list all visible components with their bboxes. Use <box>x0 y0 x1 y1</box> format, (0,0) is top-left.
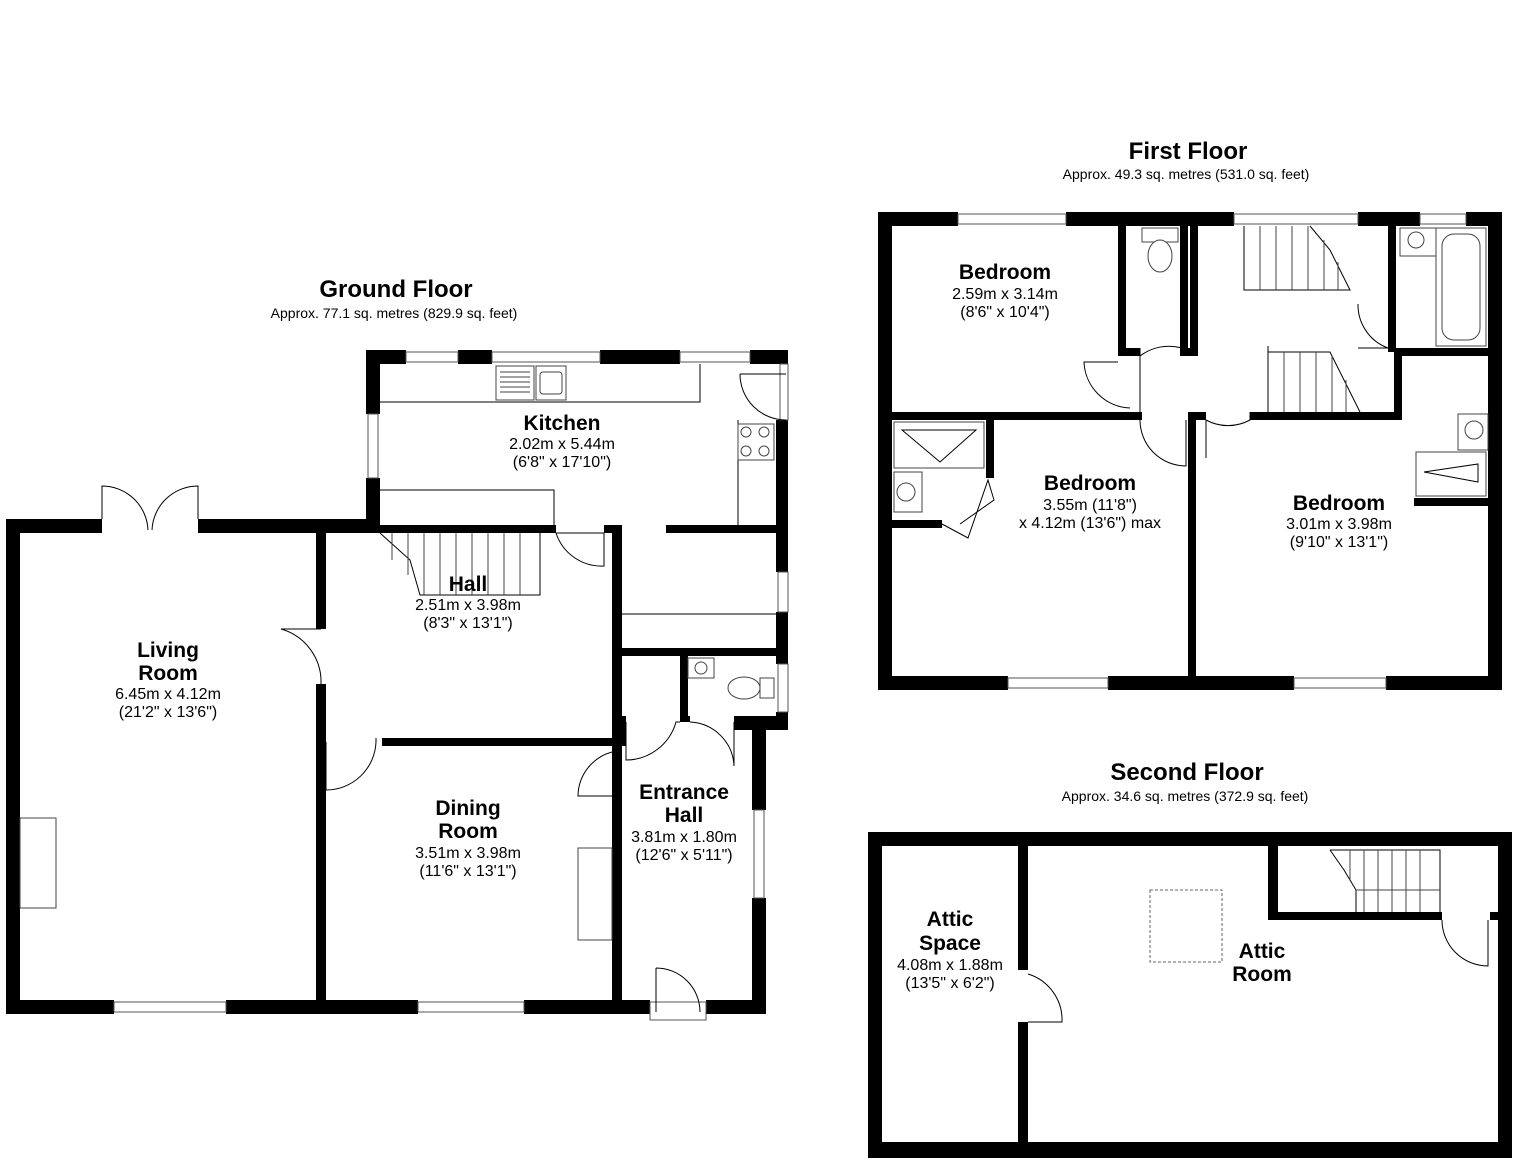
ground-floor-area: Approx. 77.1 sq. metres (829.9 sq. feet) <box>271 305 518 321</box>
room-name: Bedroom <box>1293 492 1385 515</box>
second-floor-title: Second Floor <box>1110 759 1263 786</box>
room-hall: Hall 2.51m x 3.98m (8'3" x 13'1") <box>415 573 521 632</box>
room-dimensions-imperial: (8'6" x 10'4") <box>960 304 1050 321</box>
room-dimensions-metric: 6.45m x 4.12m <box>115 686 221 703</box>
room-attic-room: Attic Room <box>1232 940 1292 986</box>
first-floor-fixtures <box>893 225 1489 513</box>
room-dimensions-metric: 2.51m x 3.98m <box>415 597 521 614</box>
room-name: Bedroom <box>1044 472 1136 495</box>
second-floor-doors <box>1027 919 1489 1023</box>
first-floor-plan: First Floor Approx. 49.3 sq. metres (531… <box>878 138 1502 690</box>
room-dimensions-metric: 4.08m x 1.88m <box>897 957 1003 974</box>
room-dimensions-imperial: (9'10" x 13'1") <box>1290 534 1388 551</box>
room-dining-room: Dining Room 3.51m x 3.98m (11'6" x 13'1"… <box>415 797 521 880</box>
room-dimensions-metric: 2.02m x 5.44m <box>509 436 615 453</box>
room-bedroom-2: Bedroom 3.55m (11'8") x 4.12m (13'6") ma… <box>1019 472 1161 532</box>
room-name: Attic <box>1239 940 1286 963</box>
room-dimensions-metric: 3.81m x 1.80m <box>631 829 737 846</box>
room-kitchen: Kitchen 2.02m x 5.44m (6'8" x 17'10") <box>509 412 615 471</box>
room-dimensions-metric: 3.51m x 3.98m <box>415 845 521 862</box>
room-name: Living <box>137 639 199 662</box>
room-name: Kitchen <box>523 412 600 435</box>
room-name: Bedroom <box>959 261 1051 284</box>
ground-floor-plan: Ground Floor Approx. 77.1 sq. metres (82… <box>6 276 789 1021</box>
ground-floor-walls <box>6 350 788 1014</box>
second-floor-plan: Second Floor Approx. 34.6 sq. metres (37… <box>868 759 1512 1158</box>
room-bedroom-3: Bedroom 3.01m x 3.98m (9'10" x 13'1") <box>1286 492 1392 551</box>
room-attic-space: Attic Space 4.08m x 1.88m (13'5" x 6'2") <box>897 908 1003 992</box>
room-dimensions-imperial: (21'2" x 13'6") <box>119 704 217 721</box>
second-floor-area: Approx. 34.6 sq. metres (372.9 sq. feet) <box>1062 788 1309 804</box>
second-floor-walls <box>868 832 1512 1158</box>
first-floor-title: First Floor <box>1129 138 1248 165</box>
room-dimensions-imperial: (6'8" x 17'10") <box>513 454 611 471</box>
first-floor-area: Approx. 49.3 sq. metres (531.0 sq. feet) <box>1063 166 1310 182</box>
room-name: Entrance <box>639 781 729 804</box>
room-name: Hall <box>449 573 488 596</box>
first-floor-windows <box>957 213 1467 689</box>
room-dimensions-metric: 2.59m x 3.14m <box>952 286 1058 303</box>
ground-floor-fixtures <box>19 364 776 941</box>
ground-floor-title: Ground Floor <box>319 276 472 303</box>
room-dimensions-imperial: (12'6" x 5'11") <box>635 847 732 864</box>
room-entrance-hall: Entrance Hall 3.81m x 1.80m (12'6" x 5'1… <box>631 781 737 864</box>
first-floor-walls <box>878 212 1502 690</box>
room-name: Attic <box>927 908 974 931</box>
second-floor-fixtures <box>1149 849 1441 963</box>
room-bedroom-1: Bedroom 2.59m x 3.14m (8'6" x 10'4") <box>952 261 1058 321</box>
room-dimensions-imperial: (11'6" x 13'1") <box>419 863 516 880</box>
room-living-room: Living Room 6.45m x 4.12m (21'2" x 13'6"… <box>115 639 221 721</box>
ground-floor-windows <box>113 351 789 1013</box>
room-dimensions-metric: 3.01m x 3.98m <box>1286 516 1392 533</box>
room-name: Room <box>138 662 198 685</box>
ground-floor-doors <box>101 363 789 1021</box>
room-name: Room <box>438 820 498 843</box>
room-name: Hall <box>665 804 704 827</box>
room-name: Dining <box>435 797 500 820</box>
room-name: Space <box>919 932 981 955</box>
room-dimensions-metric: 3.55m (11'8") <box>1043 497 1137 514</box>
room-dimensions-imperial: x 4.12m (13'6") max <box>1019 515 1161 532</box>
first-floor-doors <box>941 303 1389 539</box>
room-dimensions-imperial: (13'5" x 6'2") <box>905 975 995 992</box>
room-name: Room <box>1232 963 1292 986</box>
room-dimensions-imperial: (8'3" x 13'1") <box>423 615 513 632</box>
